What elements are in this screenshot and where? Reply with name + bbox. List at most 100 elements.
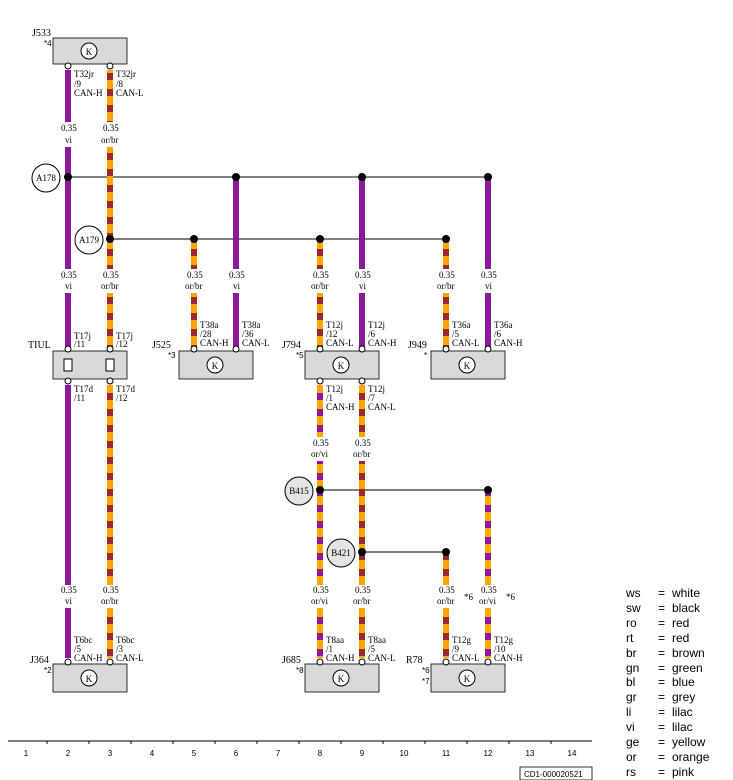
svg-text:B415: B415 (289, 486, 309, 496)
wire-label: 0.35 (355, 270, 371, 280)
legend-code: rs (626, 764, 636, 779)
wire-label: or/vi (479, 596, 496, 606)
legend-name: yellow (672, 735, 706, 750)
column-number: 2 (66, 749, 71, 758)
component-label: J794 (282, 340, 301, 351)
legend-eq: = (658, 764, 666, 779)
legend-row: br=brown (626, 646, 732, 661)
wire-label: /12 (116, 393, 128, 403)
wire-label: T32jr (116, 69, 136, 79)
wire-label: /5 (368, 644, 376, 654)
svg-text:K: K (338, 361, 345, 371)
wire-label: T8aa (326, 635, 344, 645)
wire-label: /3 (116, 644, 124, 654)
wire-label: T17j (74, 331, 91, 341)
wire-label: CAN-H (74, 88, 103, 98)
wire-label: or/br (353, 449, 371, 459)
svg-text:B421: B421 (331, 548, 351, 558)
wire-label: 0.35 (103, 270, 119, 280)
legend-code: gr (626, 690, 637, 705)
wire-label: vi (359, 281, 367, 291)
legend-name: green (672, 660, 703, 675)
wire-label: or/br (101, 135, 119, 145)
wire-label: T6bc (74, 635, 93, 645)
legend-row: li=lilac (626, 705, 732, 720)
component-labels: J533 *4 J525 *3 J794 *5 J949 * J364 *2 J… (28, 28, 430, 686)
legend-code: or (626, 749, 637, 764)
wire-label: T17d (74, 384, 93, 394)
junction-b415: B415 (284, 476, 314, 506)
legend-eq: = (658, 645, 666, 660)
junction-a179: A179 (74, 225, 104, 255)
component-note: * (424, 351, 427, 360)
wire-label: CAN-H (494, 653, 523, 663)
legend-eq: = (658, 720, 666, 735)
wire-label: T17j (116, 331, 133, 341)
wire-label: /8 (116, 79, 124, 89)
wire-label: T36a (452, 320, 471, 330)
wire-label: CAN-L (116, 88, 144, 98)
wire-label: T12j (368, 384, 385, 394)
wire-label: 0.35 (103, 123, 119, 133)
legend-code: gn (626, 660, 640, 675)
wire-label: 0.35 (313, 438, 329, 448)
legend-name: brown (672, 645, 705, 660)
legend-eq: = (658, 600, 666, 615)
wire-label: CAN-L (242, 338, 270, 348)
svg-text:K: K (86, 47, 93, 57)
component-label: R78 (406, 655, 423, 666)
legend-name: grey (672, 690, 696, 705)
wire-label: 0.35 (61, 270, 77, 280)
wire-label: 0.35 (355, 585, 371, 595)
wire-label: 0.35 (313, 585, 329, 595)
component-note: *3 (168, 351, 176, 360)
legend-name: orange (672, 749, 710, 764)
legend-row: ws=white (626, 586, 732, 601)
column-number: 13 (526, 749, 535, 758)
component-j533: K (52, 37, 128, 70)
wire-label: CAN-H (368, 338, 397, 348)
wire-label: CAN-L (452, 653, 480, 663)
column-number: 4 (150, 749, 155, 758)
wire-label: /36 (242, 329, 254, 339)
wire-label: CAN-H (200, 338, 229, 348)
wire-label: 0.35 (355, 438, 371, 448)
bus-lines (68, 176, 488, 553)
wire-label: T36a (494, 320, 513, 330)
wire-label: CAN-H (494, 338, 523, 348)
component-note: *6 (422, 666, 430, 675)
legend-row: gn=green (626, 661, 732, 676)
legend-code: ro (626, 615, 637, 630)
component-note: *8 (296, 666, 304, 675)
wire-label: /1 (326, 393, 333, 403)
column-number: 12 (484, 749, 493, 758)
column-number: 6 (234, 749, 239, 758)
wire-label: T12g (452, 635, 471, 645)
legend-row: sw=black (626, 601, 732, 616)
legend-code: vi (626, 720, 635, 735)
wire-label: /9 (74, 79, 82, 89)
doc-code: CD1-000020521 (524, 770, 583, 779)
component-tiul (52, 345, 128, 385)
wire-label: or/br (437, 596, 455, 606)
wire-label: CAN-L (116, 653, 144, 663)
junction-dots (64, 173, 492, 556)
component-label: J949 (408, 340, 427, 351)
legend-code: sw (626, 600, 641, 615)
column-number: 10 (400, 749, 409, 758)
wire-label: /11 (74, 393, 85, 403)
wire-label: or/vi (311, 449, 328, 459)
wire-label: T17d (116, 384, 135, 394)
wire-label: or/br (101, 596, 119, 606)
wire-label: 0.35 (229, 270, 245, 280)
wire-label: T12j (326, 320, 343, 330)
junction-labels: A178 A179 B415 B421 (31, 163, 356, 568)
legend-code: rt (626, 630, 634, 645)
wire-label: CAN-H (326, 653, 355, 663)
legend-eq: = (658, 630, 666, 645)
wire-label: /7 (368, 393, 376, 403)
legend-name: red (672, 630, 690, 645)
column-number: 9 (360, 749, 365, 758)
